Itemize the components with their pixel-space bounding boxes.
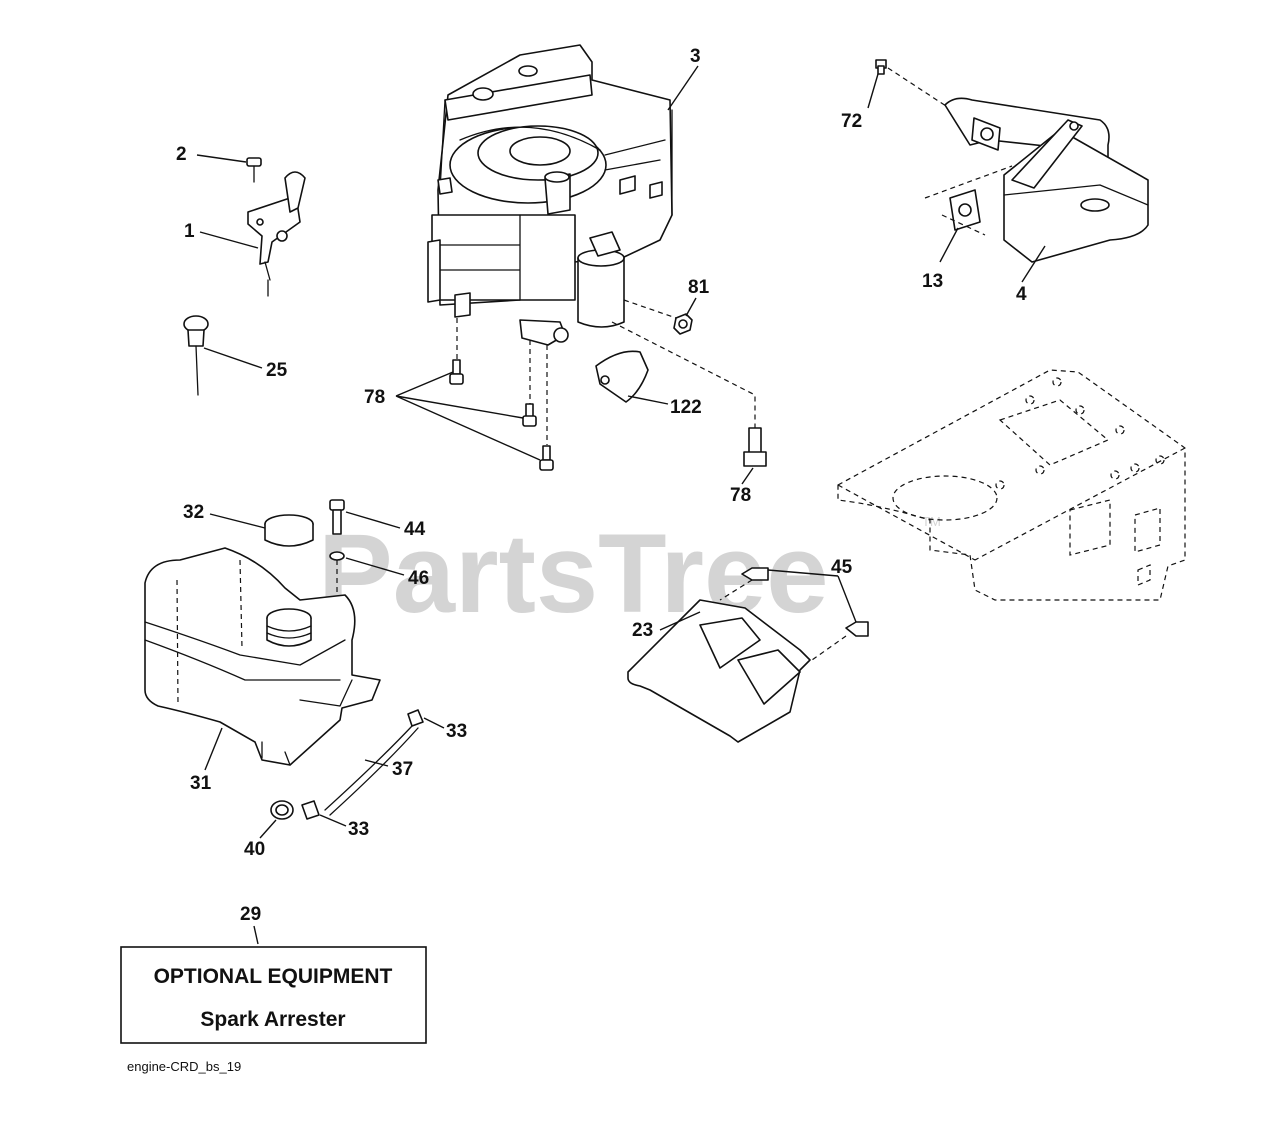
- callout-4: 4: [1016, 284, 1027, 305]
- washer-part-46[interactable]: [329, 551, 345, 561]
- callout-78-single: 78: [730, 485, 751, 506]
- bolt-part-72[interactable]: [875, 59, 887, 75]
- clamp-part-33-lower[interactable]: [301, 800, 320, 820]
- callout-72: 72: [841, 111, 862, 132]
- callout-31: 31: [190, 773, 212, 794]
- callout-23: 23: [632, 620, 653, 641]
- callout-32: 32: [183, 502, 204, 523]
- callout-81: 81: [688, 277, 710, 298]
- throttle-control-part-1[interactable]: [247, 171, 306, 297]
- optional-equipment-box[interactable]: OPTIONAL EQUIPMENT Spark Arrester: [120, 946, 427, 1044]
- screw-part-2[interactable]: [246, 157, 262, 183]
- callout-1: 1: [184, 221, 195, 242]
- engine-part-3[interactable]: [427, 44, 673, 346]
- bolt-part-45-lower[interactable]: [845, 621, 869, 637]
- callout-25: 25: [266, 360, 288, 381]
- callout-13: 13: [922, 271, 943, 292]
- frame-plate: [837, 369, 1186, 601]
- nut-part-81[interactable]: [673, 313, 693, 335]
- heat-shield-part-23[interactable]: [627, 599, 811, 743]
- callout-29: 29: [240, 904, 261, 925]
- fuel-hose-part-37[interactable]: [324, 725, 419, 816]
- callout-45: 45: [831, 557, 853, 578]
- knob-part-25[interactable]: [183, 315, 209, 396]
- callout-33-lower: 33: [348, 819, 369, 840]
- bolt-part-78-large[interactable]: [743, 427, 767, 467]
- callout-33-upper: 33: [446, 721, 467, 742]
- diagram-id: engine-CRD_bs_19: [127, 1059, 241, 1074]
- bolt-part-45-upper[interactable]: [741, 567, 769, 581]
- clamp-part-33-upper[interactable]: [407, 709, 424, 727]
- callout-78-group: 78: [364, 387, 385, 408]
- callout-2: 2: [176, 144, 187, 165]
- fuel-tank-part-31[interactable]: [144, 547, 381, 766]
- callout-3: 3: [690, 46, 701, 67]
- gasket-part-13[interactable]: [949, 189, 981, 231]
- grommet-part-40[interactable]: [270, 800, 294, 820]
- bolt-part-78[interactable]: [449, 359, 554, 471]
- watermark-tm: TM: [922, 514, 941, 529]
- screw-part-44[interactable]: [329, 499, 345, 535]
- callout-44: 44: [404, 519, 426, 540]
- shield-part-122[interactable]: [595, 350, 649, 403]
- callout-37: 37: [392, 759, 413, 780]
- optional-equipment-title: OPTIONAL EQUIPMENT: [154, 965, 393, 988]
- leader-lines: [196, 65, 1046, 945]
- callout-122: 122: [670, 397, 702, 418]
- optional-equipment-subtitle: Spark Arrester: [200, 1008, 345, 1031]
- callout-40: 40: [244, 839, 265, 860]
- fuel-cap-part-32[interactable]: [264, 514, 314, 547]
- callout-46: 46: [408, 568, 429, 589]
- muffler-part-4[interactable]: [944, 97, 1149, 263]
